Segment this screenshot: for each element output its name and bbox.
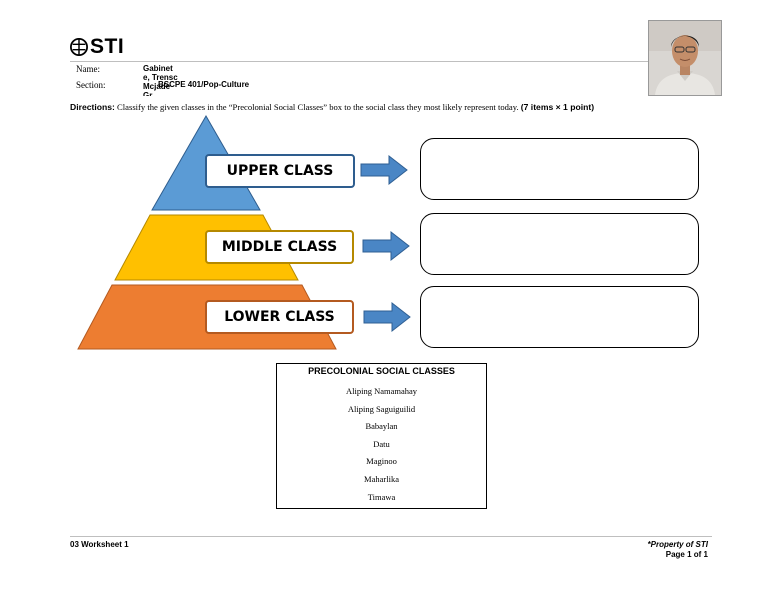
name-value-line4: Gr: [143, 91, 153, 96]
directions-points: (7 items × 1 point): [520, 102, 595, 112]
section-value: BSCPE 401/Pop-Culture: [158, 80, 250, 89]
sti-globe-icon: [70, 38, 88, 56]
arrow-right-icon-lower: [363, 301, 411, 333]
name-value-line1: Gabinet: [143, 64, 173, 73]
upper-class-answer-box[interactable]: [420, 138, 699, 200]
upper-class-label: UPPER CLASS: [205, 154, 355, 188]
footer-worksheet-label: 03 Worksheet 1: [70, 540, 129, 549]
footer-right: *Property of STI Page 1 of 1: [648, 540, 708, 560]
directions-body: Classify the given classes in the “Preco…: [114, 102, 521, 112]
directions-text: Directions: Classify the given classes i…: [70, 102, 594, 112]
name-label: Name:: [76, 64, 100, 74]
footer-divider: [70, 536, 712, 537]
precolonial-class-item: Aliping Namamahay: [345, 386, 418, 396]
precolonial-class-item: Maharlika: [364, 473, 399, 484]
section-label: Section:: [76, 80, 106, 90]
name-value-line3: Mcjade: [143, 82, 171, 91]
precolonial-class-item: Babaylan: [365, 421, 398, 432]
name-value: Gabinet e, Trensc Mcjade Gr: [143, 64, 178, 96]
lower-class-answer-box[interactable]: [420, 286, 699, 348]
precolonial-class-item: Maginoo: [366, 456, 397, 467]
precolonial-class-item: Timawa: [367, 491, 396, 502]
middle-class-label: MIDDLE CLASS: [205, 230, 354, 264]
directions-label: Directions:: [70, 102, 115, 112]
precolonial-title: PRECOLONIAL SOCIAL CLASSES: [308, 366, 455, 376]
sti-logo: STI: [70, 35, 124, 59]
precolonial-class-item: Datu: [373, 438, 390, 449]
precolonial-class-item: Aliping Saguiguilid: [347, 403, 416, 414]
footer-property: *Property of STI: [647, 540, 708, 549]
logo-text: STI: [90, 35, 125, 58]
lower-class-label: LOWER CLASS: [205, 300, 354, 334]
arrow-right-icon-middle: [362, 230, 410, 262]
student-photo: [648, 20, 722, 96]
footer-page-number: Page 1 of 1: [665, 550, 708, 559]
portrait-image: [649, 21, 721, 95]
header-divider: [70, 61, 712, 62]
arrow-right-icon-upper: [360, 154, 408, 186]
middle-class-answer-box[interactable]: [420, 213, 699, 275]
precolonial-classes-box: PRECOLONIAL SOCIAL CLASSES Aliping Namam…: [276, 363, 487, 509]
name-value-line2: e, Trensc: [143, 73, 178, 82]
